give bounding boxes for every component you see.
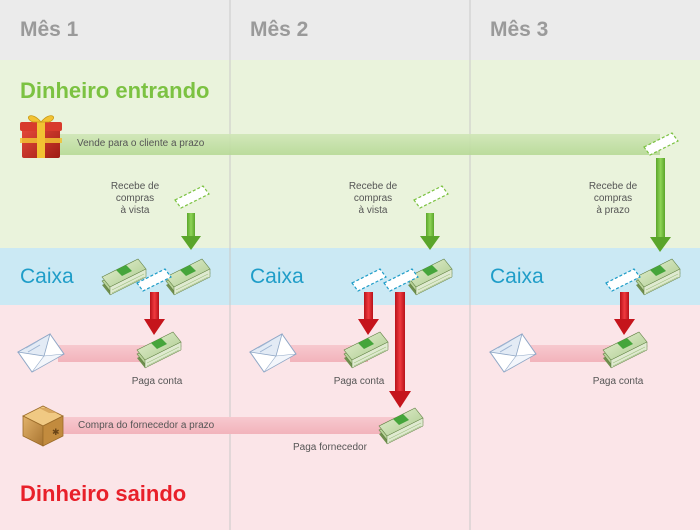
- sell-on-credit-label: Vende para o cliente a prazo: [77, 138, 205, 149]
- arrow-down-icon: [420, 213, 440, 250]
- cardboard-box-icon: ✱: [22, 405, 64, 447]
- pay-supplier-label: Paga fornecedor: [293, 442, 367, 453]
- arrow-down-icon: [144, 292, 165, 335]
- cash-label-2: Caixa: [250, 265, 304, 288]
- month-header-1: Mês 1: [20, 18, 79, 41]
- arrow-down-icon: [650, 158, 671, 252]
- section-money-in: Dinheiro entrando: [20, 78, 210, 103]
- section-money-out: Dinheiro saindo: [20, 481, 187, 506]
- arrow-down-icon: [389, 292, 411, 408]
- svg-text:✱: ✱: [52, 428, 60, 438]
- arrow-down-icon: [614, 292, 635, 335]
- pay-bill-label-3: Paga conta: [592, 376, 644, 387]
- cash-label-1: Caixa: [20, 265, 74, 288]
- arrow-down-icon: [181, 213, 201, 250]
- pay-bill-label-1: Paga conta: [131, 376, 183, 387]
- pay-bill-label-2: Paga conta: [333, 376, 385, 387]
- month-header-3: Mês 3: [490, 18, 549, 41]
- buy-supplier-credit-label: Compra do fornecedor a prazo: [78, 420, 215, 431]
- cash-label-3: Caixa: [490, 265, 544, 288]
- gift-box-icon: [20, 115, 62, 158]
- arrow-down-icon: [358, 292, 379, 335]
- month-header-2: Mês 2: [250, 18, 309, 41]
